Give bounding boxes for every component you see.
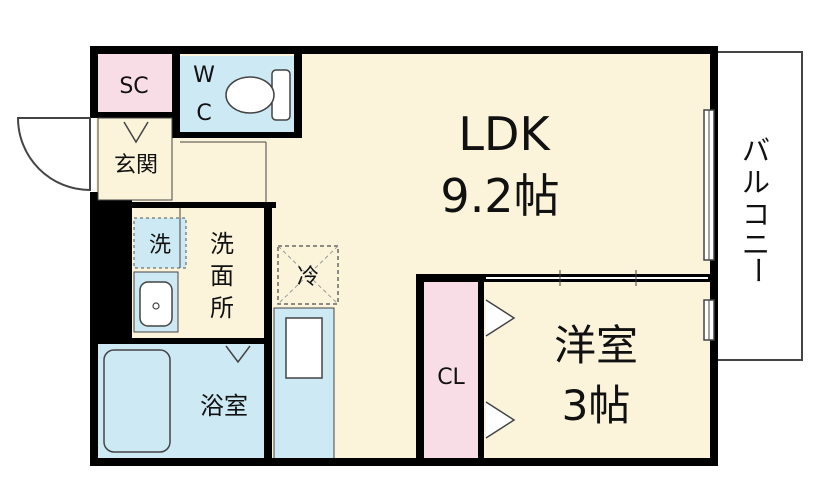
sink-basin-icon: [139, 281, 173, 327]
western-name: 洋室: [554, 321, 638, 370]
washer-pan: [133, 217, 187, 269]
balcony-char-2: ル: [742, 166, 770, 199]
balcony-char-3: コ: [742, 198, 770, 231]
closet-door-arrow-top: [485, 299, 516, 337]
entrance-floor: [97, 117, 173, 201]
toilet-label-w: W: [193, 63, 215, 88]
bath-vent-mark: [225, 345, 251, 364]
washroom-label-1: 洗: [210, 230, 234, 258]
fridge-label: 冷: [297, 265, 319, 290]
entrance-door: [16, 117, 91, 192]
entrance-label: 玄関: [114, 153, 158, 178]
closet-label: CL: [437, 365, 465, 390]
balcony-char-1: バ: [742, 134, 770, 167]
fridge-space: [277, 245, 339, 305]
closet-floor: [422, 282, 480, 458]
storage-floor: [98, 54, 172, 114]
ldk-name: LDK: [458, 107, 551, 161]
balcony-char-4: ニ: [742, 228, 770, 261]
balcony-label: バ ル コ ニ ー: [741, 134, 774, 284]
bathroom-label: 浴室: [200, 392, 248, 420]
kitchen-sink-icon: [285, 317, 323, 379]
closet-door-arrow-bottom: [485, 401, 516, 439]
balcony-char-5: ー: [741, 256, 774, 284]
western-size: 3帖: [562, 381, 631, 430]
washroom-label-3: 所: [210, 294, 234, 322]
bathtub-icon: [103, 349, 171, 453]
toilet-icon: [225, 69, 291, 121]
storage-label: SC: [119, 74, 148, 99]
toilet-label-c: C: [196, 101, 211, 126]
ldk-size: 9.2帖: [440, 169, 559, 223]
shoe-rack-mark: [123, 121, 149, 144]
washroom-label-2: 面: [210, 262, 234, 290]
washer-label: 洗: [149, 233, 171, 258]
